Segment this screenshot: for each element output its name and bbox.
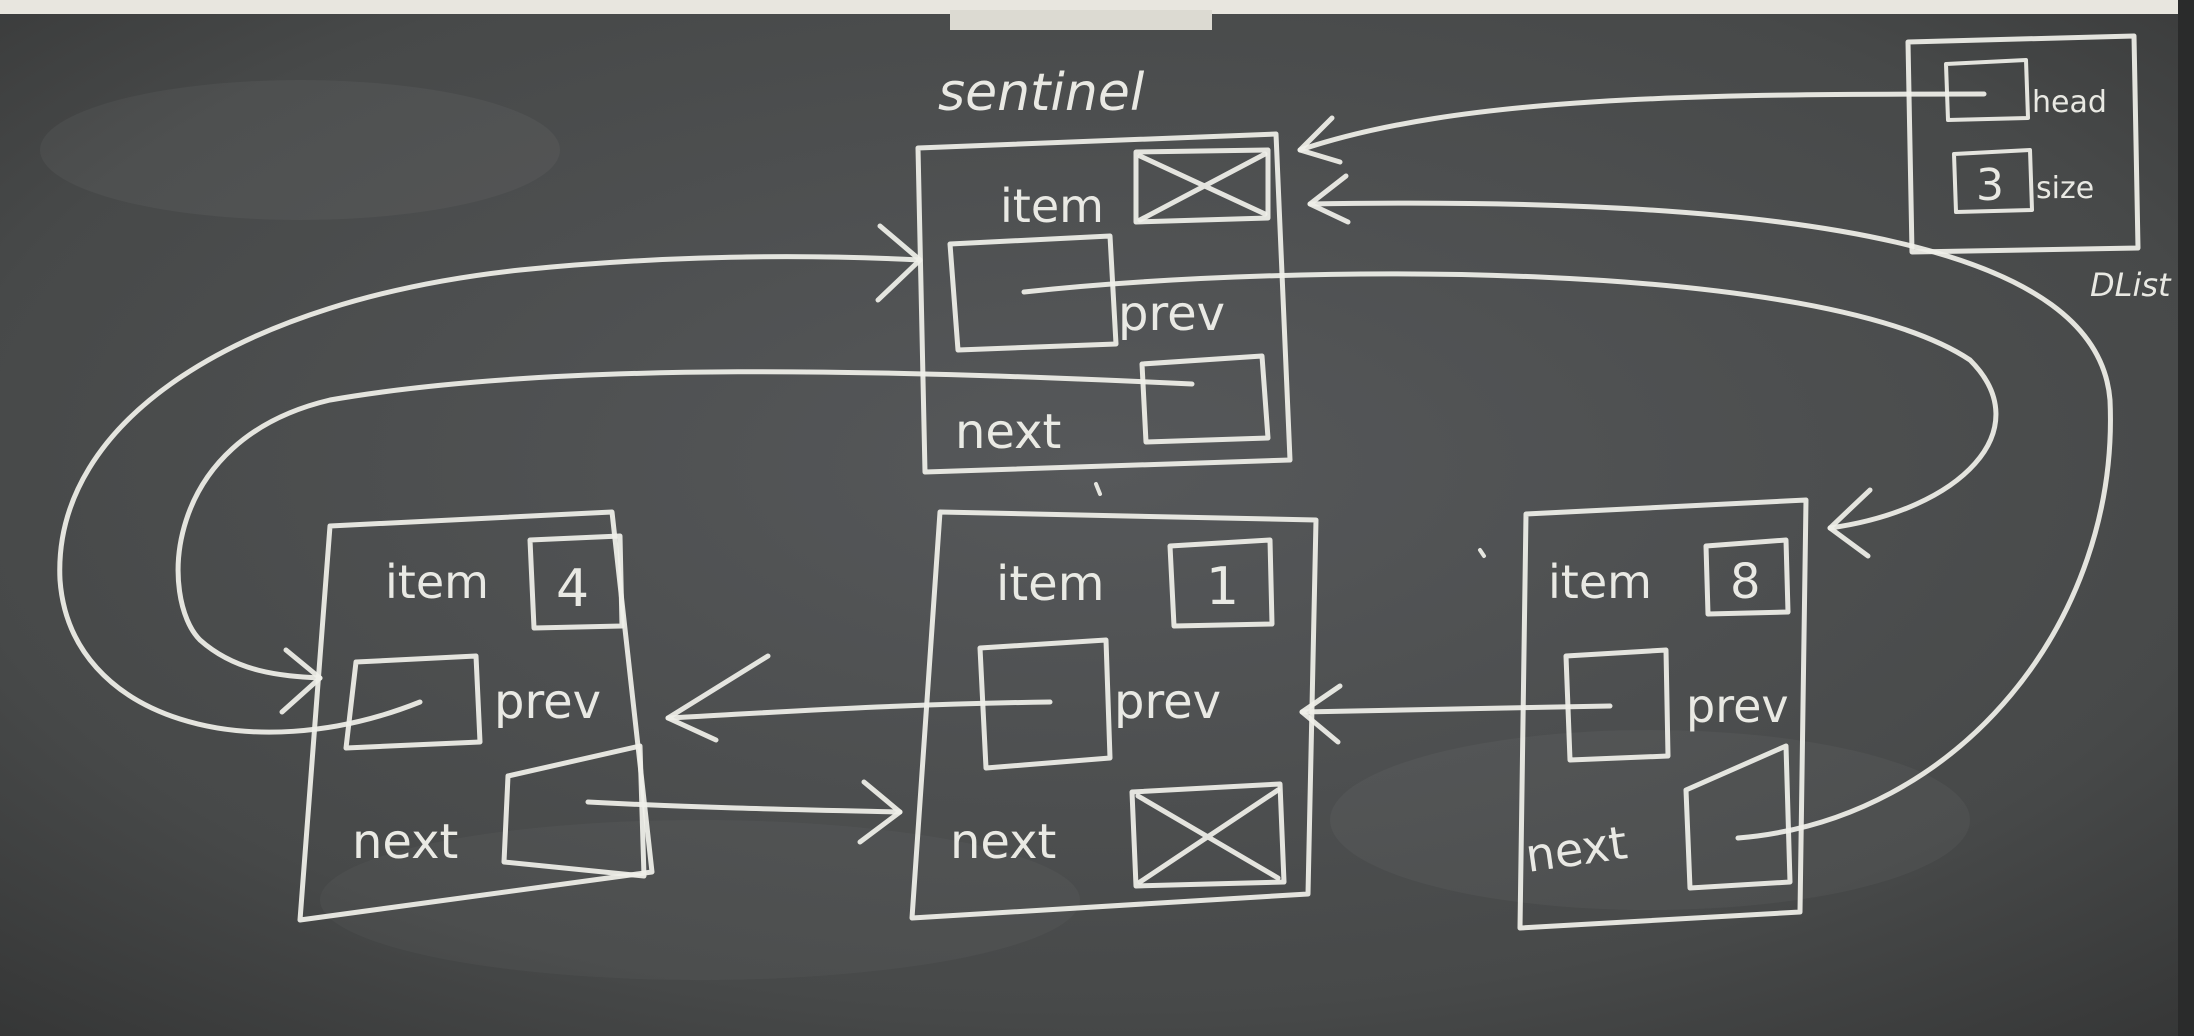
sentinel-title: sentinel xyxy=(938,63,1145,123)
node-1-item-label: item xyxy=(996,556,1104,612)
sentinel-prev-label: prev xyxy=(1118,286,1225,342)
node-8-next-box xyxy=(1683,743,1793,891)
chalk-smudge xyxy=(40,80,560,220)
node-4: item 4 prev next xyxy=(297,509,655,923)
node-1-prev-label: prev xyxy=(1114,674,1221,730)
dlist-title: DList xyxy=(2090,266,2172,304)
node-8-box xyxy=(1517,497,1809,931)
chalk-mark xyxy=(1094,482,1102,496)
node-8-prev-box xyxy=(1563,647,1671,763)
chalk-mark xyxy=(1478,548,1486,558)
node-4-box xyxy=(297,509,655,923)
arrow-node1-prev-to-node4 xyxy=(665,653,1053,743)
node-8-prev-label: prev xyxy=(1686,679,1789,733)
arrow-head-to-sentinel xyxy=(1297,91,1987,165)
sentinel-item-null-box xyxy=(1133,147,1271,225)
node-8: item 8 prev next xyxy=(1517,497,1809,931)
node-4-prev-label: prev xyxy=(494,674,601,730)
node-8-item-value: 8 xyxy=(1730,554,1761,610)
dlist-size-box xyxy=(1952,148,2034,214)
dlist-object: head 3 size DList xyxy=(1905,33,2172,304)
board-top-frame xyxy=(0,0,2194,14)
node-1-box xyxy=(909,509,1319,921)
node-4-prev-box xyxy=(343,653,483,751)
node-8-item-value-box xyxy=(1703,537,1791,617)
sentinel-next-box xyxy=(1139,353,1271,445)
sentinel-next-label: next xyxy=(955,404,1061,460)
dlist-head-box xyxy=(1944,58,2030,122)
board-right-edge xyxy=(2178,0,2194,1036)
node-1-item-value: 1 xyxy=(1206,557,1239,617)
node-1-prev-box xyxy=(977,637,1113,771)
sentinel-prev-box xyxy=(947,233,1119,353)
arrow-node4-prev-to-sentinel xyxy=(57,223,923,735)
node-1-next-label: next xyxy=(950,814,1056,870)
arrow-sentinel-next-to-node4 xyxy=(175,369,1195,715)
node-4-next-box xyxy=(501,743,647,879)
sentinel-item-null-cross xyxy=(1137,151,1268,223)
dlist-box xyxy=(1905,33,2141,255)
node-8-item-label: item xyxy=(1548,555,1652,609)
sentinel-box xyxy=(915,131,1293,475)
dlist-head-label: head xyxy=(2032,85,2107,120)
node-1-next-null-box xyxy=(1129,781,1287,889)
arrow-node8-next-to-sentinel xyxy=(1307,173,2113,841)
node-4-item-value-box xyxy=(527,533,625,631)
node-4-item-label: item xyxy=(385,555,489,609)
node-1-item-value-box xyxy=(1167,537,1275,629)
board-chalk-tray xyxy=(950,10,1212,30)
arrow-sentinel-prev-to-node8 xyxy=(1021,271,1999,559)
dlist-size-value: 3 xyxy=(1976,160,2004,211)
arrow-node4-next-to-node1 xyxy=(585,779,903,845)
arrow-node8-prev-to-node1 xyxy=(1299,683,1613,745)
node-4-next-label: next xyxy=(352,814,458,870)
node-1-next-null-cross xyxy=(1135,787,1281,885)
node-4-item-value: 4 xyxy=(556,559,589,619)
sentinel-node: sentinel item prev next xyxy=(915,63,1293,475)
sentinel-item-label: item xyxy=(1000,179,1104,233)
node-1: item 1 prev next xyxy=(909,509,1319,921)
dlist-size-label: size xyxy=(2036,171,2094,206)
